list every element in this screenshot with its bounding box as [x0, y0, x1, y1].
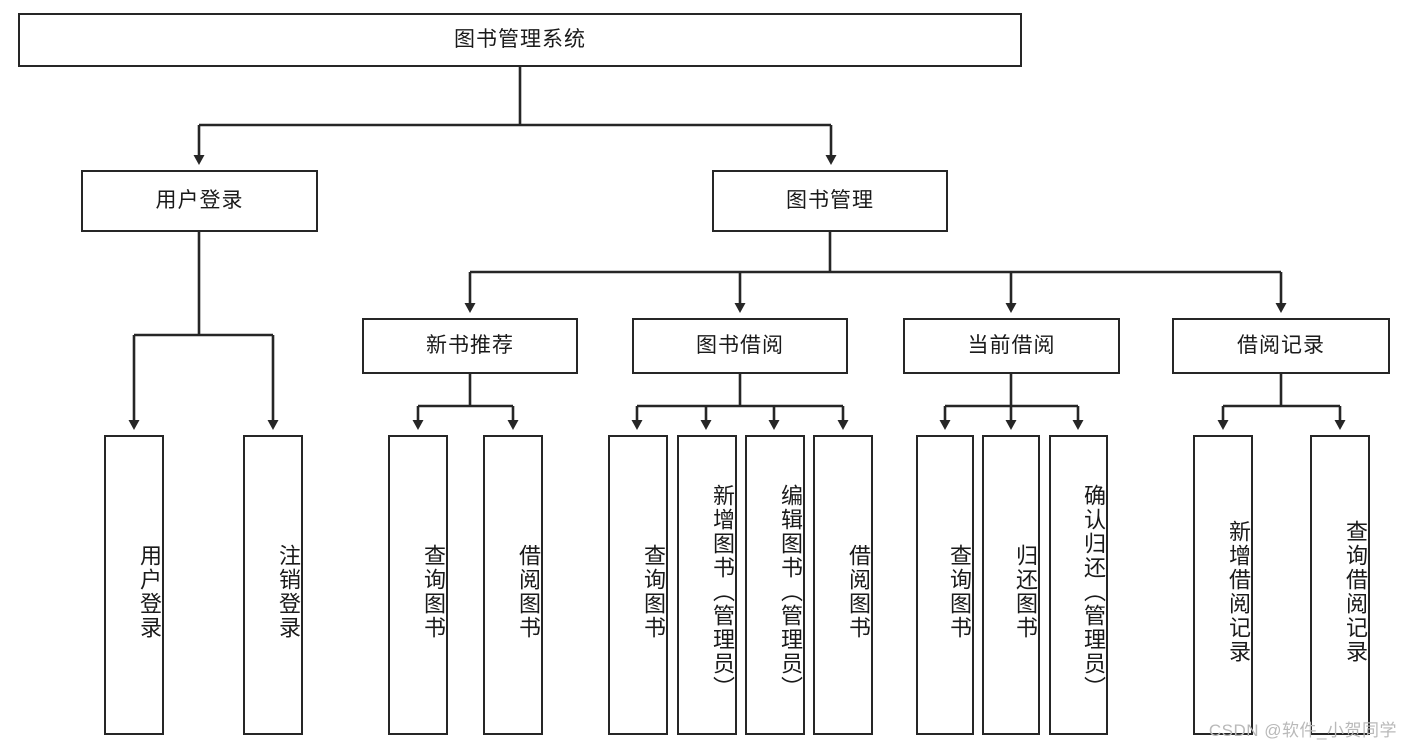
node-book-management-label: 图书管理: [786, 188, 874, 212]
node-current-borrow-label: 当前借阅: [967, 333, 1056, 357]
leaf-record-query-record[interactable]: 查询借阅记录: [1310, 435, 1370, 735]
leaf-label: 新增图书（管理员）: [710, 484, 735, 700]
leaf-current-confirm-return-admin[interactable]: 确认归还（管理员）: [1049, 435, 1108, 735]
leaf-label: 编辑图书（管理员）: [778, 484, 803, 700]
leaf-recommend-borrow-book[interactable]: 借阅图书: [483, 435, 543, 735]
leaf-current-query-book[interactable]: 查询图书: [916, 435, 974, 735]
leaf-label: 确认归还（管理员）: [1081, 484, 1106, 700]
node-borrow-record-label: 借阅记录: [1237, 333, 1325, 357]
node-borrow-record[interactable]: 借阅记录: [1172, 318, 1390, 374]
leaf-borrow-query-book[interactable]: 查询图书: [608, 435, 668, 735]
leaf-label: 查询图书: [947, 544, 972, 640]
node-new-book-recommend-label: 新书推荐: [426, 333, 514, 357]
leaf-recommend-query-book[interactable]: 查询图书: [388, 435, 448, 735]
node-user-login-label: 用户登录: [155, 188, 244, 212]
node-user-login[interactable]: 用户登录: [81, 170, 318, 232]
leaf-label: 借阅图书: [516, 544, 541, 640]
node-current-borrow[interactable]: 当前借阅: [903, 318, 1120, 374]
leaf-label: 查询借阅记录: [1343, 520, 1368, 664]
leaf-record-add-record[interactable]: 新增借阅记录: [1193, 435, 1253, 735]
leaf-label: 查询图书: [421, 544, 446, 640]
watermark: CSDN @软件_小贺同学: [1208, 721, 1397, 740]
node-root[interactable]: 图书管理系统: [18, 13, 1022, 67]
node-book-borrow[interactable]: 图书借阅: [632, 318, 848, 374]
leaf-borrow-edit-book-admin[interactable]: 编辑图书（管理员）: [745, 435, 805, 735]
leaf-label: 用户登录: [137, 544, 162, 640]
leaf-borrow-add-book-admin[interactable]: 新增图书（管理员）: [677, 435, 737, 735]
leaf-user-login-login[interactable]: 用户登录: [104, 435, 164, 735]
leaf-label: 新增借阅记录: [1226, 520, 1251, 664]
leaf-current-return-book[interactable]: 归还图书: [982, 435, 1040, 735]
node-book-management[interactable]: 图书管理: [712, 170, 948, 232]
leaf-user-login-logout[interactable]: 注销登录: [243, 435, 303, 735]
leaf-label: 归还图书: [1013, 544, 1038, 640]
leaf-label: 注销登录: [276, 544, 301, 640]
leaf-label: 借阅图书: [846, 544, 871, 640]
leaf-borrow-borrow-book[interactable]: 借阅图书: [813, 435, 873, 735]
node-book-borrow-label: 图书借阅: [696, 333, 784, 357]
node-root-label: 图书管理系统: [454, 27, 586, 51]
leaf-label: 查询图书: [641, 544, 666, 640]
node-new-book-recommend[interactable]: 新书推荐: [362, 318, 578, 374]
